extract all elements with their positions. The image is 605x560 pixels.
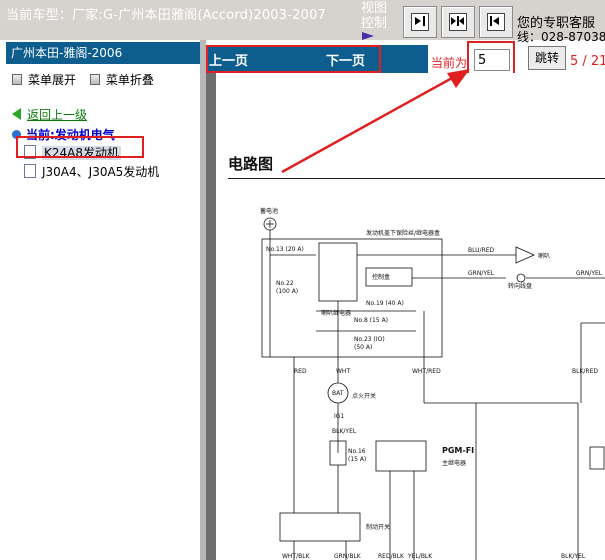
label-wht-blk: WHT/BLK <box>282 553 311 560</box>
label-fuse22b: (100 A) <box>276 288 298 295</box>
label-fusebox: 发动机盖下保险丝/继电器盒 <box>366 229 440 237</box>
label-main-relay: 主继电器 <box>442 459 466 467</box>
support-label: 您的专职客服 <box>517 16 596 31</box>
label-ignition: 点火开关 <box>352 392 376 400</box>
panel-split-icon <box>449 13 467 31</box>
label-pgm-fi: PGM-FI <box>442 446 474 455</box>
label-wht: WHT <box>336 368 350 375</box>
label-ig1: IG1 <box>334 413 344 420</box>
panel-right-icon <box>411 13 429 31</box>
back-link[interactable]: 返回上一级 <box>12 106 87 123</box>
label-grn-yel: GRN/YEL <box>468 270 495 277</box>
car-model-label: 当前车型：厂家:G-广州本田雅阁(Accord)2003-2007 <box>6 8 327 23</box>
user-icon <box>12 130 21 139</box>
label-control-box: 控制盒 <box>372 273 390 281</box>
highlight-box <box>206 45 381 73</box>
label-blu-red: BLU/RED <box>468 247 495 254</box>
label-bat: BAT <box>332 390 344 397</box>
label-cable-reel: 转向线盘 <box>508 282 532 290</box>
label-grn-yel-2: GRN/YEL <box>576 270 603 277</box>
label-blk-red: BLK/RED <box>572 368 598 375</box>
label-fuse23: No.23 (IO) <box>354 336 385 343</box>
view-control-label: 视图控制 <box>361 1 388 31</box>
prev-page-button[interactable]: 上一页 <box>209 54 249 69</box>
splitter[interactable] <box>200 40 206 560</box>
collapse-menu-label: 菜单折叠 <box>105 73 154 87</box>
label-fuse16: No.16 <box>348 448 366 455</box>
view-control-indicator-icon <box>362 32 374 40</box>
page-number-input[interactable] <box>474 49 510 71</box>
next-page-button[interactable]: 下一页 <box>326 54 366 69</box>
label-horn: 喇叭 <box>538 252 550 260</box>
view-split-panel-button[interactable] <box>441 6 475 38</box>
document-icon <box>24 145 36 159</box>
title-rule <box>228 178 605 179</box>
support-phone: 线：028-87038 <box>517 30 605 44</box>
back-link-label: 返回上一级 <box>27 108 88 122</box>
page-control-area <box>428 45 605 73</box>
label-blk-yel: BLK/YEL <box>332 428 357 435</box>
label-yel-blk: YEL/BLK <box>407 553 433 560</box>
jump-button[interactable]: 跳转 <box>528 46 566 70</box>
label-red-blk: RED/BLK <box>378 553 405 560</box>
document-viewer[interactable]: 电路图 <box>206 73 605 560</box>
expand-menu-button[interactable]: 菜单展开 <box>12 73 76 87</box>
top-toolbar: 当前车型：厂家:G-广州本田雅阁(Accord)2003-2007 视图控制 您… <box>0 0 605 44</box>
current-page-label: 当前为 <box>431 56 468 70</box>
collapse-menu-button[interactable]: 菜单折叠 <box>89 73 154 87</box>
tree-item-j30a4[interactable]: J30A4、J30A5发动机 <box>24 163 159 180</box>
pager-bar: 上一页 下一页 <box>206 45 428 73</box>
label-fuse8: No.8 (15 A) <box>354 317 388 324</box>
label-fuse23b: (50 A) <box>354 344 372 351</box>
label-fuse16b: (15 A) <box>348 456 366 463</box>
tree-item-label: J30A4、J30A5发动机 <box>42 165 160 179</box>
document-icon <box>24 164 36 178</box>
label-fuse13: No.13 (20 A) <box>266 246 304 253</box>
document-title: 电路图 <box>228 155 274 173</box>
label-battery: 蓄电池 <box>260 207 278 215</box>
view-left-panel-button[interactable] <box>479 6 513 38</box>
sidebar-title: 广州本田-雅阁-2006 <box>6 42 200 64</box>
current-node-label: 当前:发动机电气 <box>26 128 115 142</box>
back-arrow-icon <box>12 108 21 120</box>
panel-left-icon <box>487 13 505 31</box>
label-wht-red: WHT/RED <box>412 368 441 375</box>
view-right-panel-button[interactable] <box>403 6 437 38</box>
label-horn-relay: 喇叭继电器 <box>321 309 351 317</box>
label-fuse19: No.19 (40 A) <box>366 300 404 307</box>
label-red: RED <box>294 368 307 375</box>
label-grn-blk: GRN/BLK <box>334 553 362 560</box>
circuit-diagram: 蓄电池 发动机盖下保险丝/继电器盒 No.13 (20 A) No.22 (10… <box>260 207 605 560</box>
sidebar: 广州本田-雅阁-2006 菜单展开 菜单折叠 返回上一级 当前:发动机电气 K2… <box>6 40 200 560</box>
expand-menu-icon <box>12 74 22 85</box>
collapse-menu-icon <box>89 74 100 85</box>
current-node: 当前:发动机电气 <box>12 126 115 143</box>
menu-actions: 菜单展开 菜单折叠 <box>12 71 164 88</box>
label-brake-switch: 制动开关 <box>366 523 390 531</box>
label-blk-yel-2: BLK/YEL <box>561 553 586 560</box>
highlight-box <box>16 136 144 158</box>
label-fuse22: No.22 <box>276 280 294 287</box>
document-page: 电路图 <box>216 73 605 560</box>
page-count: 5 / 21 <box>570 54 605 69</box>
expand-menu-label: 菜单展开 <box>28 73 77 87</box>
